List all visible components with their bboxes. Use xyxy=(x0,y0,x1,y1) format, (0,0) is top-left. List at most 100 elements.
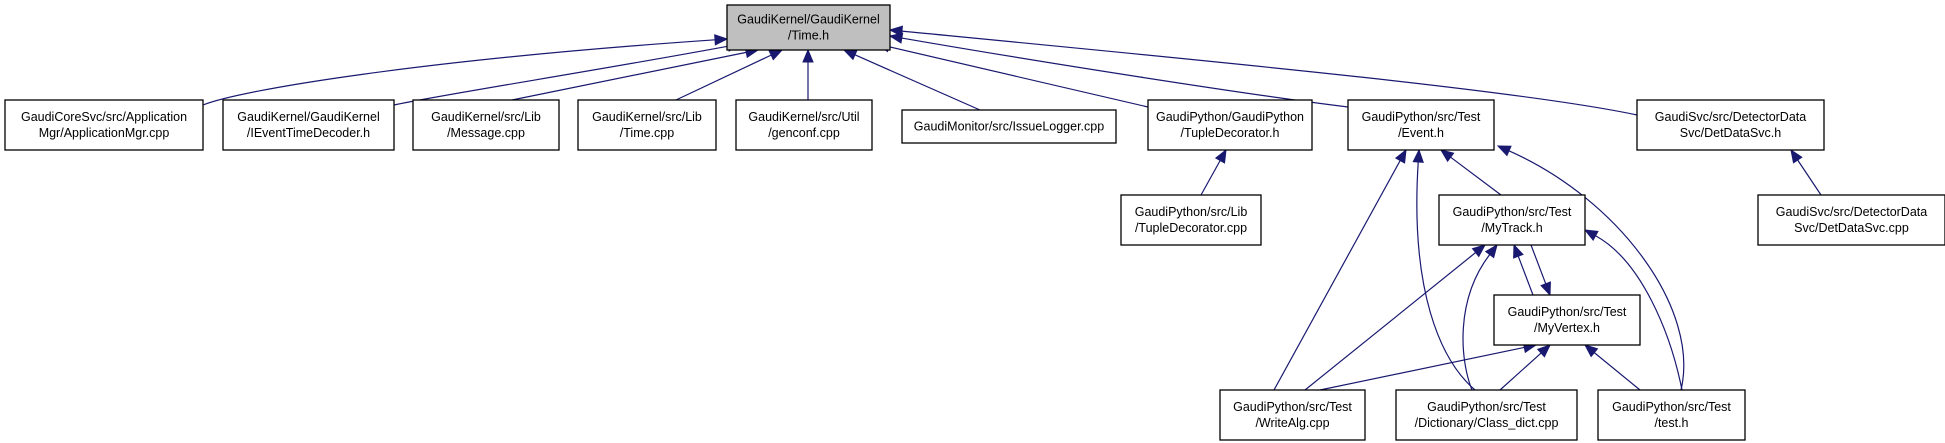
edge-arrowhead xyxy=(1583,344,1599,358)
edge-message-to-root xyxy=(511,46,760,101)
edge-line xyxy=(511,51,747,101)
edge-arrowhead xyxy=(1471,244,1487,258)
edge-classdict-to-mytrack xyxy=(1462,243,1498,391)
edge-arrowhead xyxy=(1496,145,1512,157)
edge-line xyxy=(1462,254,1491,391)
node-label-line: /Dictionary/Class_dict.cpp xyxy=(1415,416,1559,430)
node-timecpp[interactable]: GaudiKernel/src/Lib/Time.cpp xyxy=(577,99,717,151)
edge-appmgr-to-root xyxy=(202,34,729,106)
edge-line xyxy=(1797,159,1822,196)
edge-arrowhead xyxy=(1583,229,1599,242)
node-writealg[interactable]: GaudiPython/src/Test/WriteAlg.cpp xyxy=(1219,389,1366,441)
edge-line xyxy=(888,46,1149,108)
node-label-line: /TupleDecorator.cpp xyxy=(1135,221,1247,235)
edge-arrowhead xyxy=(888,25,903,37)
edge-line xyxy=(901,37,1349,108)
edge-arrowhead xyxy=(1214,148,1227,164)
edge-line xyxy=(1416,161,1476,391)
edge-genconf-to-root xyxy=(802,48,814,100)
edge-line xyxy=(393,45,729,106)
node-myvertex[interactable]: GaudiPython/src/Test/MyVertex.h xyxy=(1493,294,1641,346)
node-label-line: /WriteAlg.cpp xyxy=(1255,416,1329,430)
node-ievent[interactable]: GaudiKernel/GaudiKernel/IEventTimeDecode… xyxy=(222,99,395,151)
edge-line xyxy=(1200,160,1221,196)
edge-line xyxy=(901,30,1638,116)
node-label-line: GaudiKernel/GaudiKernel xyxy=(237,110,379,124)
node-detdatacpp[interactable]: GaudiSvc/src/DetectorDataSvc/DetDataSvc.… xyxy=(1757,194,1945,246)
node-label-line: GaudiCoreSvc/src/Application xyxy=(21,110,187,124)
edge-timecpp-to-root xyxy=(675,49,784,101)
node-label-line: GaudiPython/src/Test xyxy=(1508,305,1627,319)
node-label-line: GaudiPython/src/Lib xyxy=(1135,205,1248,219)
node-box xyxy=(735,99,873,151)
edge-line xyxy=(675,54,772,101)
node-label-line: /Message.cpp xyxy=(447,126,525,140)
node-label-line: GaudiPython/src/Test xyxy=(1233,400,1352,414)
edge-arrowhead xyxy=(1536,344,1551,358)
edge-line xyxy=(1530,244,1547,284)
node-label-line: GaudiPython/GaudiPython xyxy=(1156,110,1304,124)
node-genconf[interactable]: GaudiKernel/src/Util/genconf.cpp xyxy=(735,99,873,151)
edge-writealg-to-event xyxy=(1273,148,1407,391)
edge-myvertex-to-mytrack xyxy=(1513,243,1534,296)
edge-arrowhead xyxy=(714,34,729,46)
edge-line xyxy=(1593,352,1641,391)
edge-line xyxy=(1273,160,1401,391)
node-message[interactable]: GaudiKernel/src/Lib/Message.cpp xyxy=(412,99,560,151)
edge-line xyxy=(1595,235,1683,391)
edge-line xyxy=(1508,150,1685,391)
node-root[interactable]: GaudiKernel/GaudiKernel/Time.h xyxy=(726,4,891,51)
node-testh[interactable]: GaudiPython/src/Test/test.h xyxy=(1597,389,1746,441)
node-label-line: /Time.h xyxy=(788,29,829,43)
edge-arrowhead xyxy=(802,48,814,63)
node-box xyxy=(1347,99,1495,151)
edge-line xyxy=(1319,346,1525,391)
node-box xyxy=(222,99,395,151)
node-box xyxy=(1636,99,1825,151)
edge-arrowhead xyxy=(1540,281,1551,297)
node-tupledeccpp[interactable]: GaudiPython/src/Lib/TupleDecorator.cpp xyxy=(1120,194,1262,246)
node-box xyxy=(577,99,717,151)
node-label-line: /MyTrack.h xyxy=(1481,221,1542,235)
node-detdatah[interactable]: GaudiSvc/src/DetectorDataSvc/DetDataSvc.… xyxy=(1636,99,1825,151)
node-box xyxy=(726,4,891,51)
edge-arrowhead xyxy=(1394,148,1407,164)
edge-line xyxy=(1499,352,1542,391)
node-label-line: GaudiKernel/src/Lib xyxy=(431,110,541,124)
node-label-line: GaudiKernel/src/Lib xyxy=(592,110,702,124)
edge-line xyxy=(854,54,981,111)
node-box xyxy=(1757,194,1945,246)
node-appmgr[interactable]: GaudiCoreSvc/src/ApplicationMgr/Applicat… xyxy=(4,99,204,151)
edge-arrowhead xyxy=(1484,243,1498,259)
node-box xyxy=(1597,389,1746,441)
edge-line xyxy=(1304,252,1477,391)
edge-testh-to-myvertex xyxy=(1583,344,1641,391)
edge-arrowhead xyxy=(1439,149,1455,163)
node-issuelogger[interactable]: GaudiMonitor/src/IssueLogger.cpp xyxy=(901,109,1117,144)
node-label-line: GaudiKernel/src/Util xyxy=(748,110,859,124)
node-event[interactable]: GaudiPython/src/Test/Event.h xyxy=(1347,99,1495,151)
node-box xyxy=(1120,194,1262,246)
edge-tupledeccpp-to-tupledec xyxy=(1200,148,1227,196)
node-label-line: GaudiPython/src/Test xyxy=(1453,205,1572,219)
edge-arrowhead xyxy=(768,49,784,61)
node-label-line: Mgr/ApplicationMgr.cpp xyxy=(39,126,170,140)
edge-line xyxy=(1517,256,1534,296)
edge-arrowhead xyxy=(1513,243,1524,259)
edge-arrowhead xyxy=(1790,148,1803,164)
node-box xyxy=(1493,294,1641,346)
edge-writealg-to-mytrack xyxy=(1304,244,1487,391)
node-box xyxy=(4,99,204,151)
node-classdict[interactable]: GaudiPython/src/Test/Dictionary/Class_di… xyxy=(1395,389,1578,441)
node-label-line: GaudiPython/src/Test xyxy=(1427,400,1546,414)
node-label-line: /Time.cpp xyxy=(620,126,674,140)
node-mytrack[interactable]: GaudiPython/src/Test/MyTrack.h xyxy=(1438,194,1586,246)
node-box xyxy=(1147,99,1313,151)
edge-line xyxy=(202,39,716,106)
edge-testh-to-event xyxy=(1496,145,1685,391)
node-box xyxy=(412,99,560,151)
node-label-line: /test.h xyxy=(1654,416,1688,430)
node-label-line: Svc/DetDataSvc.h xyxy=(1680,126,1781,140)
node-tupledec[interactable]: GaudiPython/GaudiPython/TupleDecorator.h xyxy=(1147,99,1313,151)
